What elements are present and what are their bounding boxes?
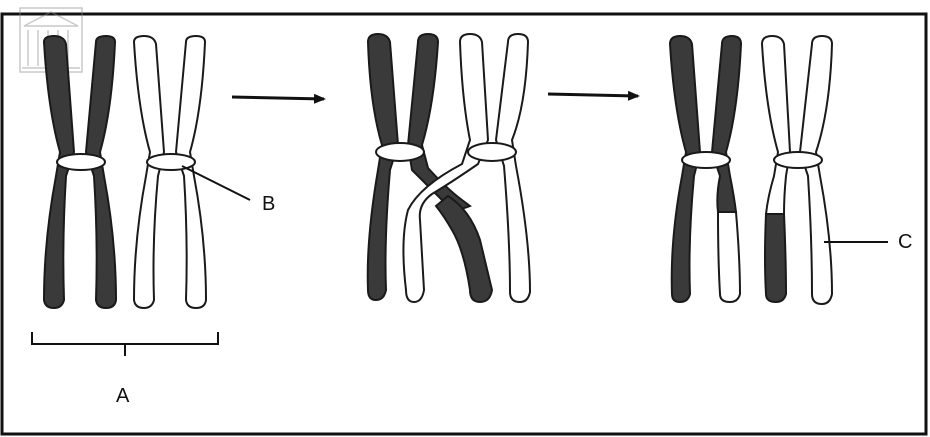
label-a: A [116,386,129,406]
dark-chromatid-right [86,36,116,308]
dark-chromatid-left [670,36,700,302]
stage-1-homologous-pair [44,36,206,308]
centromere [147,154,195,170]
dark-chromatid-crossed-lower [436,196,492,302]
light-chromatid-right [176,36,206,308]
centromere [682,152,730,168]
light-chromatid-left-upper [762,36,790,214]
label-a-bracket [32,332,218,356]
light-chromatid-left [134,36,164,308]
stage-2-crossing-over [368,34,530,302]
light-chromatid-segment-swapped [718,212,740,302]
centromere [774,152,822,168]
arrow-right-icon [548,94,638,96]
light-chromatid-right [496,34,530,302]
arrow-right-icon [232,97,324,99]
label-b: B [262,194,275,214]
dark-chromatid-segment-swapped [765,214,786,302]
centromere [57,154,105,170]
light-chromatid-right [800,36,832,304]
centromere [376,143,424,161]
stage-3-recombinant-pair [670,36,832,304]
dark-chromatid-left [368,34,398,300]
label-c: C [898,232,912,252]
dark-chromatid-left [44,36,74,308]
centromere [468,143,516,161]
dark-chromatid-right-upper [712,36,741,212]
